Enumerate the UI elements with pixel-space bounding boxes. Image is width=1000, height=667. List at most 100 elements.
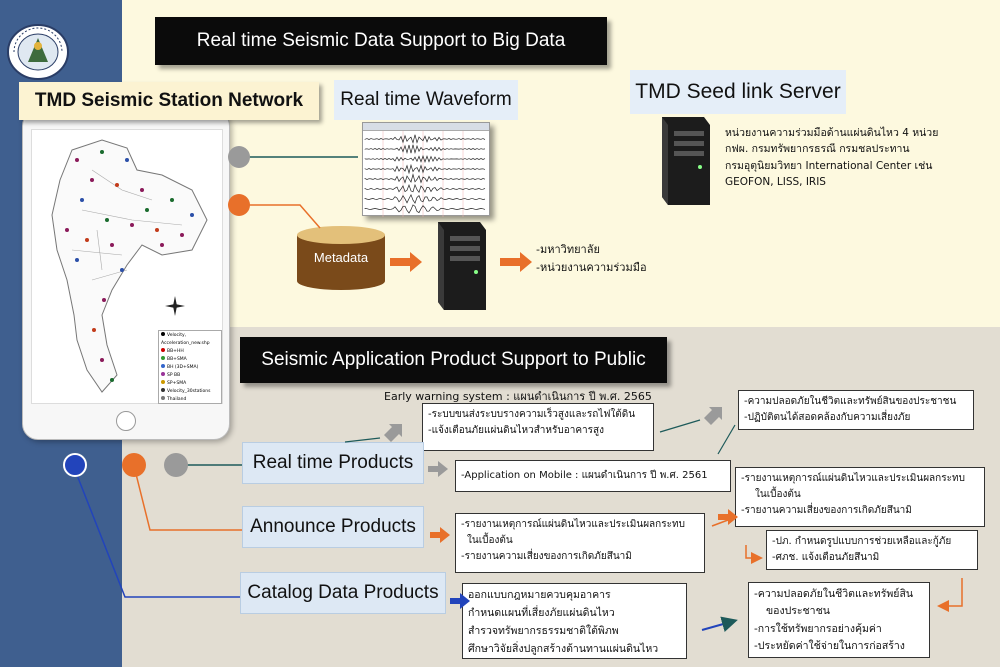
station-marker — [115, 183, 119, 187]
bottom-banner: Seismic Application Product Support to P… — [240, 337, 667, 383]
seismogram-trace — [364, 163, 486, 175]
orange-bullet-dot — [228, 194, 250, 216]
database-cylinder-icon — [297, 226, 385, 290]
response-box: -ปภ. กำหนดรูปแบบการช่วยเหลือและกู้ภัย -ศ… — [766, 530, 978, 570]
station-marker — [100, 358, 104, 362]
box-line: -การใช้ทรัพยากรอย่างคุ้มค่า — [754, 622, 882, 635]
seedlink-description: หน่วยงานความร่วมมือด้านแผ่นดินไหว 4 หน่ว… — [725, 125, 995, 190]
seismogram-traces — [364, 131, 486, 217]
top-banner: Real time Seismic Data Support to Big Da… — [155, 17, 607, 65]
box-line: -ปภ. กำหนดรูปแบบการช่วยเหลือและกู้ภัย — [772, 536, 952, 547]
box-line: ศึกษาวิจัยสิ่งปลูกสร้างต้านทานแผ่นดินไหว — [468, 642, 659, 655]
station-marker — [85, 238, 89, 242]
box-line: -ศภช. แจ้งเตือนภัยสึนามิ — [772, 552, 880, 563]
box-line: ออกแบบกฎหมายควบคุมอาคาร — [468, 589, 611, 601]
station-marker — [102, 298, 106, 302]
station-marker — [155, 228, 159, 232]
thailand-station-map — [51, 139, 208, 393]
station-marker — [110, 378, 114, 382]
early-warning-heading: Early warning system : แผนดำเนินการ ปี พ… — [384, 390, 652, 403]
recipient-list: -มหาวิทยาลัย -หน่วยงานความร่วมมือ — [536, 241, 696, 276]
station-marker — [65, 228, 69, 232]
legend-entry: BB+SMA — [161, 356, 219, 364]
legend-entry: Thailand — [161, 396, 219, 403]
tablet-home-button — [116, 411, 136, 431]
box-line: -แจ้งเตือนภัยแผ่นดินไหวสำหรับอาคารสูง — [428, 425, 605, 436]
seismogram-trace — [364, 183, 486, 194]
station-marker — [100, 150, 104, 154]
station-network-label: TMD Seismic Station Network — [19, 82, 319, 120]
benefit-box: -ความปลอดภัยในชีวิตและทรัพย์สิน ของประชา… — [748, 582, 930, 658]
seedlink-desc-line: กรมอุตุนิยมวิทยา International Center เช… — [725, 159, 933, 172]
station-marker — [140, 188, 144, 192]
box-line: -ปฏิบัติตนได้สอดคล้องกับความเสี่ยงภัย — [744, 412, 911, 423]
station-marker — [130, 223, 134, 227]
legend-entry: BH (3D+SMA) — [161, 364, 219, 372]
waveform-label: Real time Waveform — [334, 80, 518, 120]
box-line: -รายงานความเสี่ยงของการเกิดภัยสึนามิ — [461, 551, 632, 562]
seismogram-trace — [364, 134, 486, 144]
station-marker — [125, 158, 129, 162]
metadata-label: Metadata — [313, 250, 369, 265]
safety-box: -ความปลอดภัยในชีวิตและทรัพย์สินของประชาช… — [738, 390, 974, 430]
legend-entry: Velocity_30stations — [161, 388, 219, 396]
station-marker — [75, 258, 79, 262]
station-marker — [145, 208, 149, 212]
box-line: กำหนดแผนที่เสี่ยงภัยแผ่นดินไหว — [468, 606, 615, 619]
station-marker — [170, 198, 174, 202]
tmd-logo-icon — [7, 24, 69, 80]
seedlink-server-icon — [662, 117, 710, 205]
box-line: ในเบื้องต้น — [755, 489, 801, 500]
legend-entry: SP BB — [161, 372, 219, 380]
gray-bullet-dot — [164, 453, 188, 477]
box-line: ในเบื้องต้น — [467, 535, 513, 546]
box-line: -ความปลอดภัยในชีวิตและทรัพย์สิน — [754, 588, 914, 600]
announce-box: -รายงานเหตุการณ์แผ่นดินไหวและประเมินผลกร… — [455, 513, 705, 573]
station-marker — [75, 158, 79, 162]
tsunami-report-box: -รายงานเหตุการณ์แผ่นดินไหวและประเมินผลกร… — [735, 467, 985, 527]
north-arrow-icon — [165, 296, 185, 316]
box-line: -รายงานเหตุการณ์แผ่นดินไหวและประเมินผลกร… — [741, 473, 965, 484]
seedlink-desc-line: GEOFON, LISS, IRIS — [725, 175, 826, 188]
gray-bullet-dot — [228, 146, 250, 168]
waveform-window — [362, 122, 490, 217]
catalog-products-button[interactable]: Catalog Data Products — [240, 572, 446, 614]
box-line: -รายงานเหตุการณ์แผ่นดินไหวและประเมินผลกร… — [461, 519, 685, 530]
orange-bullet-dot — [122, 453, 146, 477]
recipient-item: -มหาวิทยาลัย — [536, 243, 600, 256]
seismogram-trace — [364, 155, 486, 163]
seismogram-trace — [364, 173, 486, 184]
legend-entry: Velocity, Acceleration_new.shp — [161, 332, 210, 346]
box-line: -รายงานความเสี่ยงของการเกิดภัยสึนามิ — [741, 505, 912, 516]
station-marker — [160, 243, 164, 247]
station-marker — [120, 268, 124, 272]
announce-products-button[interactable]: Announce Products — [242, 506, 424, 548]
box-line: -ประหยัดค่าใช้จ่ายในการก่อสร้าง — [754, 639, 905, 652]
station-marker — [105, 218, 109, 222]
blue-bullet-dot — [63, 453, 87, 477]
box-line: ของประชาชน — [766, 605, 830, 618]
seismogram-trace — [364, 144, 486, 155]
server-icon — [438, 222, 486, 310]
seedlink-desc-line: หน่วยงานความร่วมมือด้านแผ่นดินไหว 4 หน่ว… — [725, 127, 939, 139]
box-line: -ความปลอดภัยในชีวิตและทรัพย์สินของประชาช… — [744, 396, 957, 407]
legend-entry: SP+SMA — [161, 380, 219, 388]
station-marker — [110, 243, 114, 247]
catalog-box: ออกแบบกฎหมายควบคุมอาคาร กำหนดแผนที่เสี่ย… — [462, 583, 687, 659]
station-marker — [92, 328, 96, 332]
realtime-products-button[interactable]: Real time Products — [242, 442, 424, 484]
seedlink-label: TMD Seed link Server — [630, 70, 846, 114]
legend-entry: BB+HH — [161, 348, 219, 356]
station-marker — [90, 178, 94, 182]
box-line: สำรวจทรัพยากรธรรมชาติใต้พิภพ — [468, 624, 619, 637]
seismogram-trace — [364, 193, 486, 204]
station-marker — [190, 213, 194, 217]
seismogram-trace — [364, 204, 486, 214]
recipient-item: -หน่วยงานความร่วมมือ — [536, 260, 647, 274]
early-warning-box: -ระบบขนส่งระบบรางความเร็วสูงและรถไฟใต้ดิ… — [422, 403, 654, 451]
mobile-app-box: -Application on Mobile : แผนดำเนินการ ปี… — [455, 460, 731, 492]
station-marker — [180, 233, 184, 237]
